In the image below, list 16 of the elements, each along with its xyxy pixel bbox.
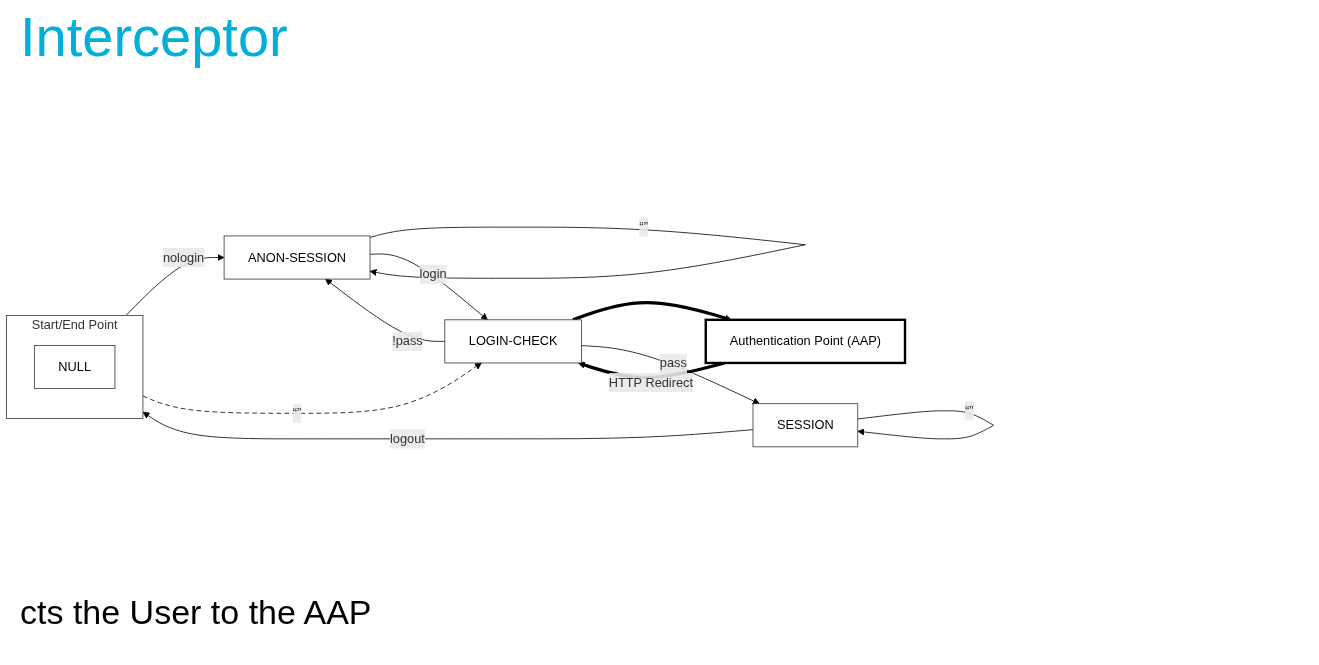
node-box: LOGIN-CHECK [444,319,582,364]
edge-label: !pass [392,334,423,348]
edge-label: login [419,267,447,281]
node-box: NULL [33,345,116,389]
edge-label: “” [965,403,974,418]
node-box: SESSION [752,403,859,448]
edge-label: HTTP Redirect [608,375,694,389]
edge-label: logout [390,431,425,446]
node-box: Authentication Point (AAP) [704,318,907,365]
edge-label: “” [639,219,648,234]
edge-label: nologin [162,250,205,264]
node-box: ANON-SESSION [223,235,371,280]
slide-title: Interceptor [20,4,289,69]
slide-text: cts the User to the AAP [20,593,373,632]
edge-label: pass [659,356,687,370]
edge-label: “” [292,406,302,420]
